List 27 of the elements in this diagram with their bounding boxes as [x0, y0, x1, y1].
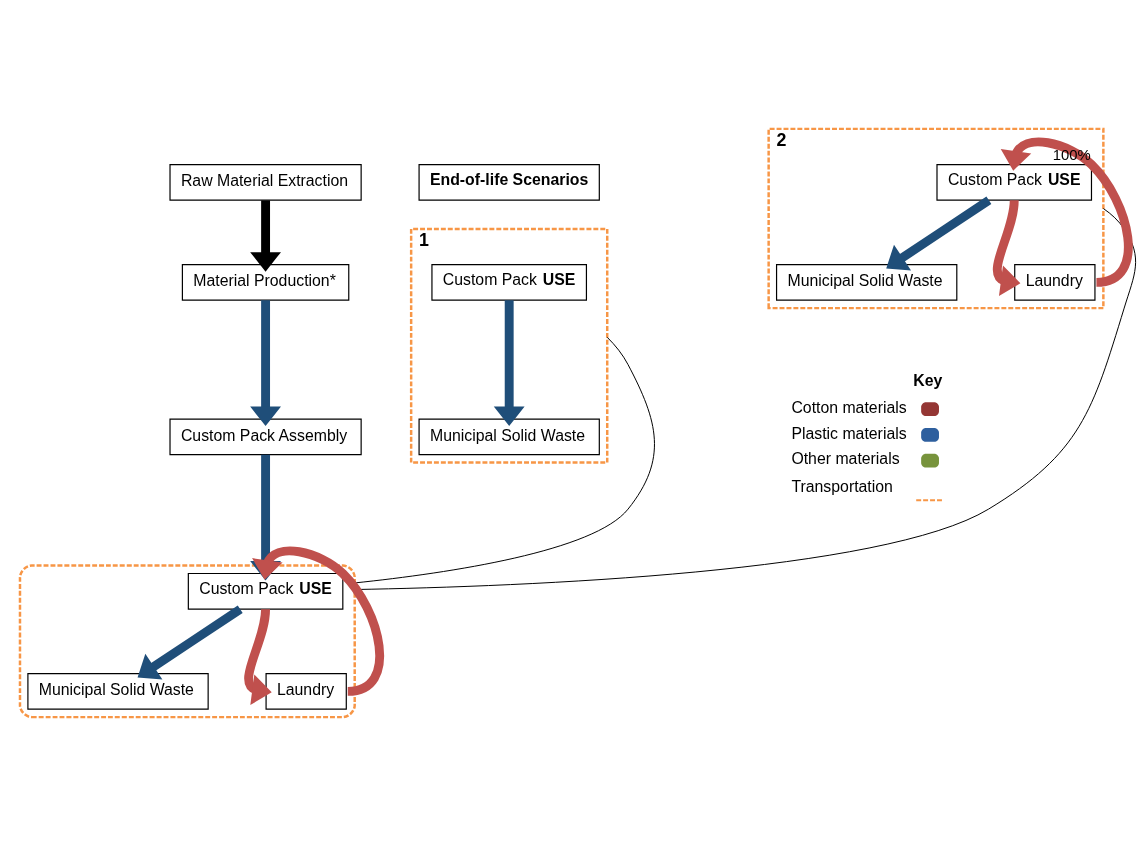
- legend-label: Plastic materials: [791, 424, 907, 442]
- node-box: Municipal Solid Waste: [418, 418, 600, 456]
- connector: [354, 208, 1137, 591]
- node-box: End-of-life Scenarios: [418, 163, 600, 201]
- arrow: [493, 300, 525, 427]
- node-box: Custom Pack USE: [187, 572, 344, 610]
- arrow: [886, 196, 992, 271]
- arrow: [137, 605, 243, 680]
- legend-label: Other materials: [791, 450, 900, 468]
- arrow: [992, 199, 1021, 297]
- legend-label: Cotton materials: [791, 398, 907, 416]
- label: Key: [913, 372, 943, 390]
- node-box: Municipal Solid Waste: [775, 263, 958, 301]
- arrow: [244, 608, 272, 706]
- legend-label: Transportation: [791, 478, 893, 496]
- node-box: Custom Pack USE: [431, 263, 588, 301]
- node-box: Laundry: [1014, 263, 1096, 301]
- cluster: [18, 564, 356, 719]
- arrow: [250, 200, 281, 272]
- node-box: Municipal Solid Waste: [27, 672, 209, 710]
- node-box: Material Production*: [181, 263, 350, 301]
- node-box: Laundry: [265, 672, 347, 710]
- node-box: Custom Pack Assembly: [169, 418, 362, 456]
- node-box: Raw Material Extraction: [169, 163, 362, 201]
- node-box: Custom Pack USE: [936, 163, 1093, 201]
- connector: [354, 336, 655, 584]
- arrow: [250, 300, 281, 427]
